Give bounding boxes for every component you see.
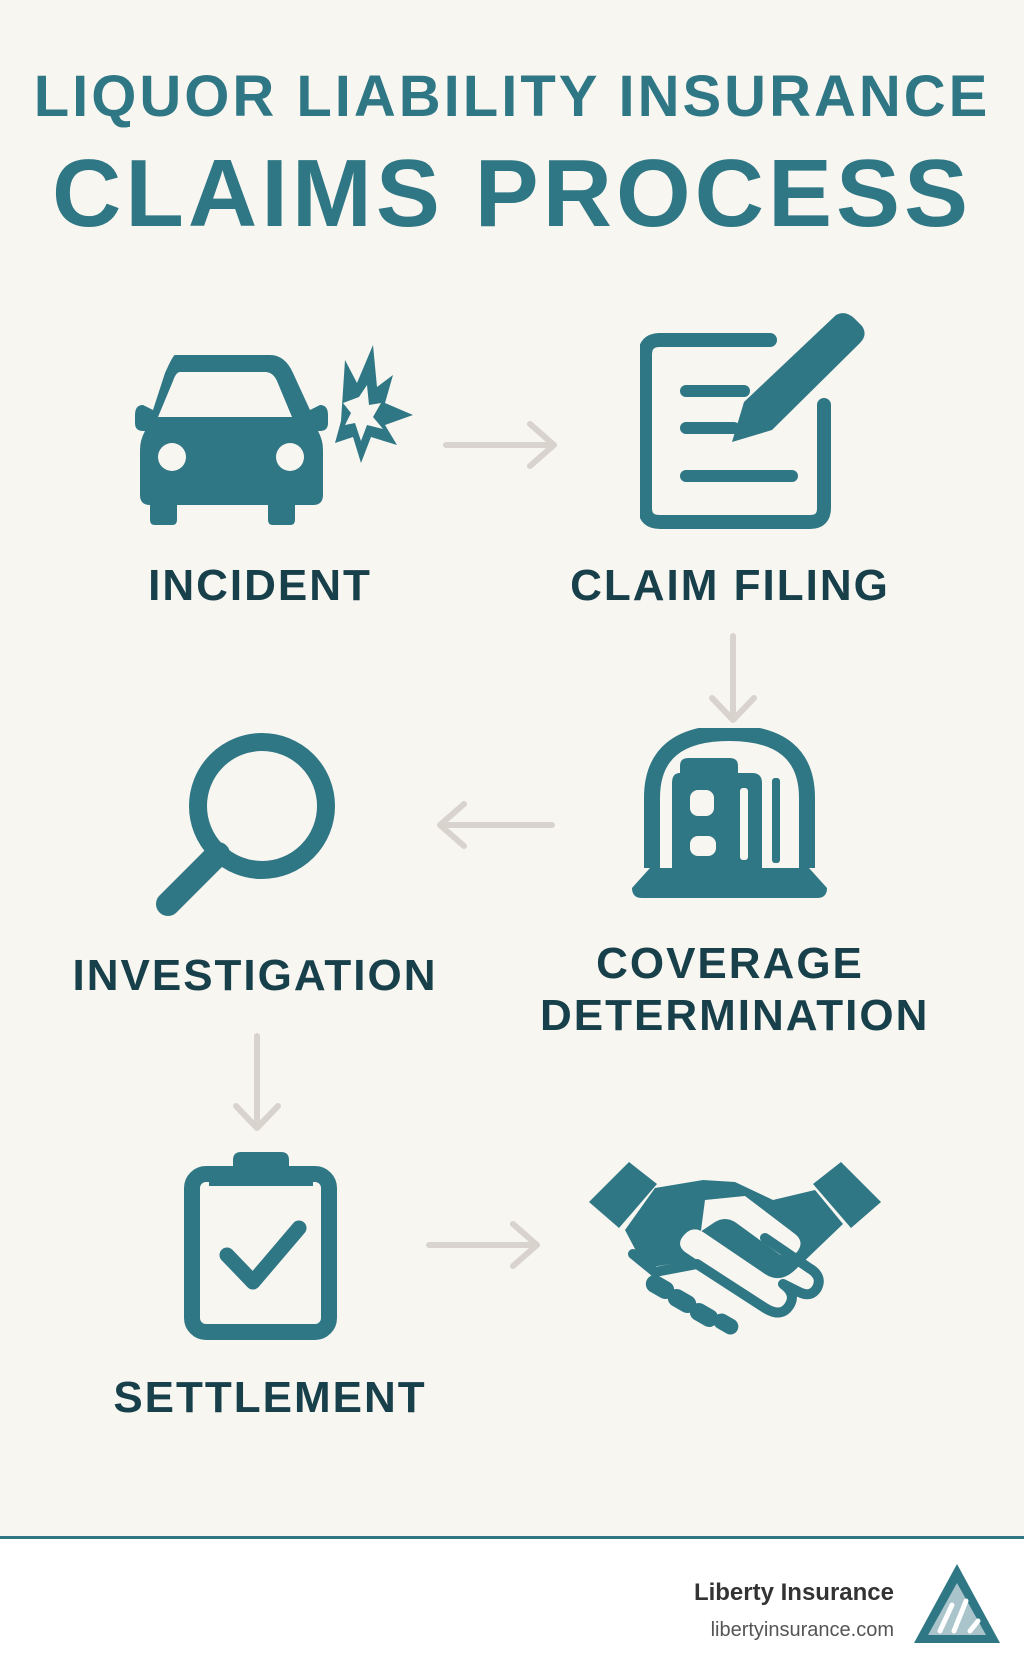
arrow-down-icon bbox=[232, 1032, 282, 1137]
footer: Liberty Insurance libertyinsurance.com bbox=[0, 1536, 1024, 1669]
clipboard-check-icon bbox=[183, 1150, 338, 1340]
title-line-2: CLAIMS PROCESS bbox=[51, 140, 973, 247]
step-label-coverage-determination: COVERAGE DETERMINATION bbox=[540, 939, 930, 1040]
arrow-right-icon bbox=[442, 420, 562, 470]
magnifier-icon bbox=[150, 728, 350, 918]
brand-logo-icon bbox=[912, 1561, 1002, 1647]
title-line-1: LIQUOR LIABILITY INSURANCE bbox=[33, 64, 991, 129]
brand-url[interactable]: libertyinsurance.com bbox=[710, 1619, 894, 1641]
step-label-settlement: SETTLEMENT bbox=[113, 1373, 427, 1422]
brand-name: Liberty Insurance bbox=[693, 1579, 894, 1606]
page-title: LIQUOR LIABILITY INSURANCE CLAIMS PROCES… bbox=[0, 60, 1024, 254]
step-label-incident: INCIDENT bbox=[148, 561, 372, 610]
step-label-claim-filing: CLAIM FILING bbox=[570, 561, 890, 610]
car-crash-icon bbox=[135, 345, 415, 525]
arrow-right-icon bbox=[425, 1220, 545, 1270]
document-pencil-icon bbox=[640, 310, 870, 530]
arrow-left-icon bbox=[430, 800, 560, 850]
building-dome-icon bbox=[632, 728, 827, 908]
step-label-investigation: INVESTIGATION bbox=[72, 951, 438, 1000]
arrow-down-icon bbox=[708, 632, 758, 727]
handshake-icon bbox=[585, 1160, 885, 1335]
